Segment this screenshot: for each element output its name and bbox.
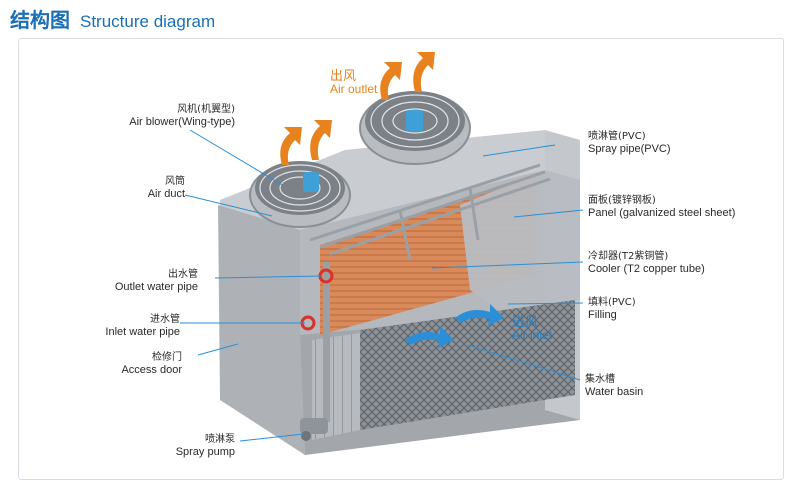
air-outlet-arrows bbox=[280, 52, 435, 165]
air-inlet-arrows bbox=[405, 304, 504, 348]
riser-pipe bbox=[323, 262, 330, 422]
left-side-panel bbox=[218, 205, 305, 455]
label-spray-pipe: 喷淋管(PVC)Spray pipe(PVC) bbox=[588, 131, 671, 155]
header: 结构图 Structure diagram bbox=[10, 4, 215, 34]
fan-duct-left bbox=[249, 161, 351, 228]
label-panel: 面板(镀锌钢板)Panel (galvanized steel sheet) bbox=[588, 195, 736, 219]
fan-duct-right bbox=[359, 91, 471, 165]
filling bbox=[360, 300, 575, 430]
diagram-frame bbox=[18, 38, 784, 480]
leader-lines bbox=[180, 129, 584, 442]
label-cooler: 冷却器(T2紫铜管)Cooler (T2 copper tube) bbox=[588, 251, 705, 275]
title-zh: 结构图 bbox=[10, 8, 70, 32]
spray-pipe bbox=[309, 163, 551, 261]
title-en: Structure diagram bbox=[80, 12, 216, 31]
spray-pump bbox=[300, 418, 328, 441]
label-filling: 填料(PVC)Filling bbox=[588, 297, 636, 321]
label-air-blower: 风机(机翼型)Air blower(Wing-type) bbox=[129, 104, 235, 128]
panel-cutaway bbox=[460, 170, 580, 310]
